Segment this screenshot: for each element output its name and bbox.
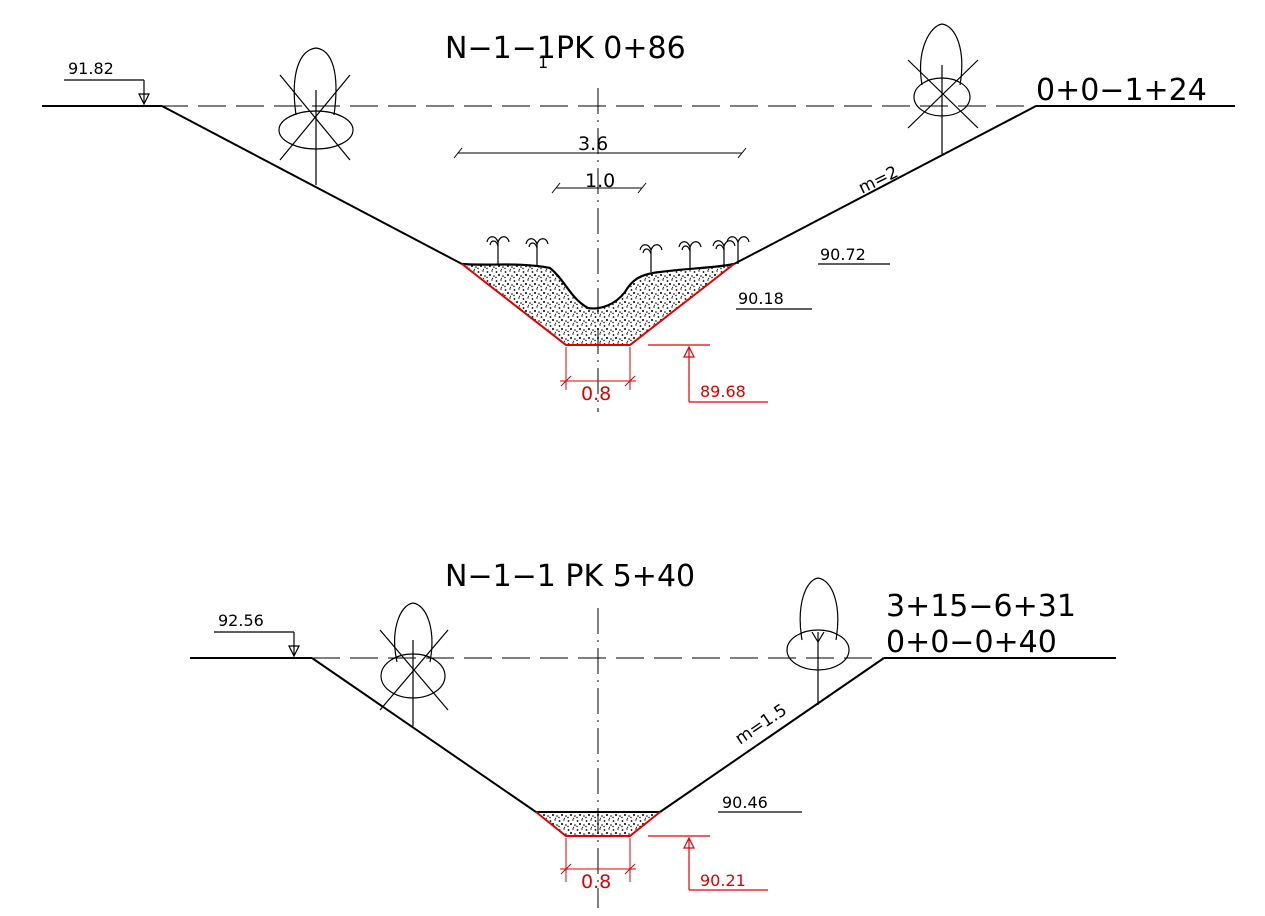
section-2-dim-bottom-label: 0.8 bbox=[581, 871, 611, 893]
section-2-tree-right-icon bbox=[786, 577, 850, 705]
section-2-slope-right bbox=[659, 657, 885, 813]
section-2-excavation-profile bbox=[535, 811, 661, 837]
section-1-elev-bottom-marker bbox=[648, 344, 768, 403]
section-1-grass-icons bbox=[486, 236, 750, 272]
section-1-slope-label: m=2 bbox=[855, 162, 901, 198]
section-2-tree-left-icon bbox=[379, 602, 449, 726]
section-1-title-pk: PK 0+86 bbox=[556, 31, 686, 66]
section-2-elev-bottom: 90.21 bbox=[700, 871, 746, 890]
section-1-station-range: 0+0−1+24 bbox=[1036, 73, 1207, 108]
section-1-tree-left-icon bbox=[278, 47, 354, 185]
section-1-excavation-profile bbox=[461, 263, 735, 346]
section-1-dim-top bbox=[453, 147, 747, 159]
section-2-station-line1: 3+15−6+31 bbox=[886, 589, 1076, 624]
section-1-elev-left-marker bbox=[64, 79, 150, 106]
section-1-elev-left: 91.82 bbox=[68, 59, 114, 78]
section-1-title: N−1−1 bbox=[445, 31, 556, 66]
section-1-elev-bottom: 89.68 bbox=[700, 382, 746, 401]
section-1-elev-right: 90.72 bbox=[820, 245, 866, 264]
section-1-slope-left bbox=[161, 105, 463, 265]
section-1-sediment-surface bbox=[461, 262, 735, 310]
section-1-sediment-fill bbox=[462, 264, 734, 345]
section-2-dim-bottom bbox=[560, 838, 636, 882]
section-1-dim-mid-label: 1.0 bbox=[585, 170, 615, 192]
section-1-dim-bottom bbox=[560, 347, 636, 390]
section-1-tree-right-icon bbox=[907, 23, 979, 154]
section-2-sediment-fill bbox=[536, 812, 660, 836]
section-2-elev-bottom-marker bbox=[648, 835, 768, 891]
section-1: N−1−1 1 PK 0+86 bbox=[42, 23, 1235, 412]
section-2-station-line2: 0+0−0+40 bbox=[886, 625, 1057, 660]
section-1-dim-bottom-label: 0.8 bbox=[581, 383, 611, 405]
section-1-title-subscript: 1 bbox=[538, 53, 548, 72]
section-2-slope-left bbox=[311, 657, 537, 813]
section-1-dim-mid bbox=[551, 182, 647, 194]
section-2-elev-left: 92.56 bbox=[218, 611, 264, 630]
section-1-elev-mid: 90.18 bbox=[738, 289, 784, 308]
section-2: N−1−1 PK 5+40 bbox=[190, 559, 1116, 908]
section-1-slope-right bbox=[733, 105, 1037, 265]
section-2-title: N−1−1 PK 5+40 bbox=[445, 559, 695, 594]
section-1-dim-top-label: 3.6 bbox=[578, 133, 608, 155]
section-2-elev-left-marker bbox=[214, 631, 300, 658]
section-2-elev-mid: 90.46 bbox=[722, 793, 768, 812]
